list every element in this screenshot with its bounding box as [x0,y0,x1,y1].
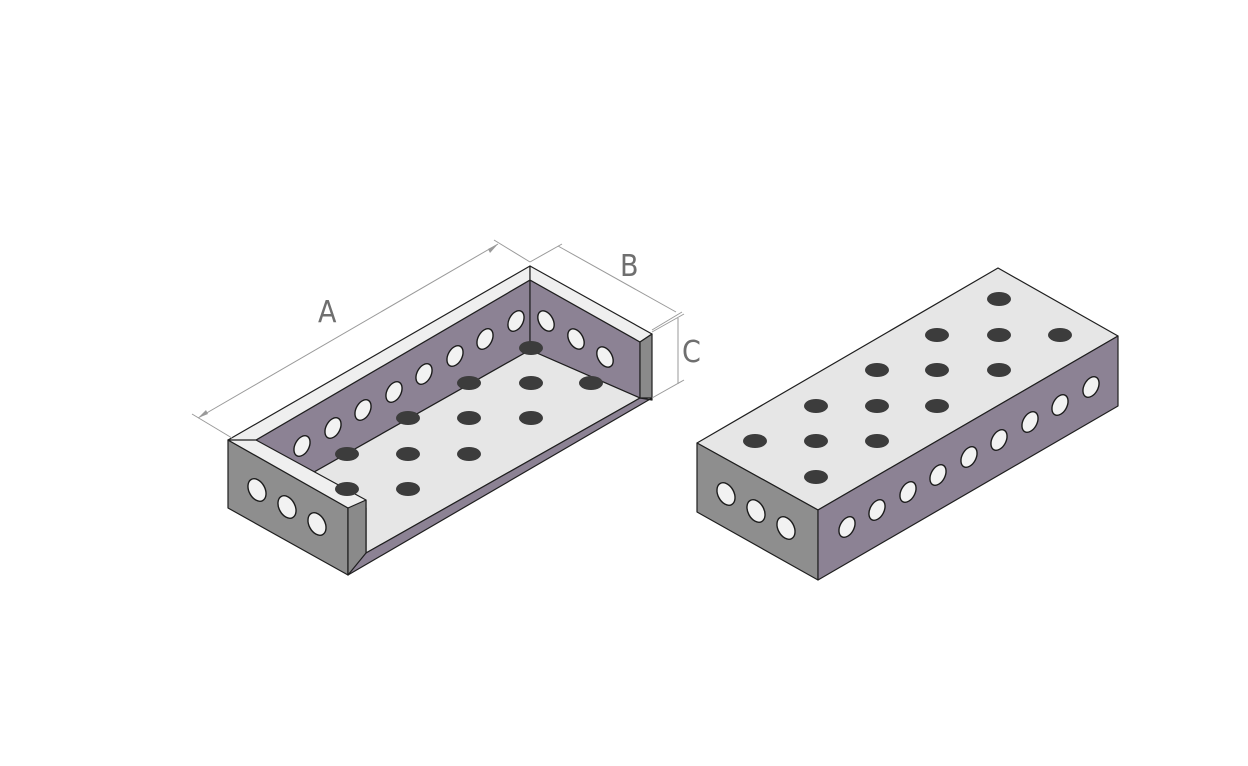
channel-front-end-holes [247,478,327,536]
block-top-holes [743,292,1072,484]
hole [925,399,949,413]
hole [579,376,603,390]
hole [746,499,766,523]
hole [457,447,481,461]
hole [476,328,494,350]
dimension-a-ext-2 [493,239,531,263]
block-side-holes [838,376,1100,538]
hole [987,328,1011,342]
hole [396,411,420,425]
dimension-b-line [557,245,677,313]
channel-back-wall-holes [293,310,525,457]
hole [396,482,420,496]
hole [519,411,543,425]
hole [987,292,1011,306]
hole [415,363,433,385]
hole [247,478,267,502]
hole [277,495,297,519]
hole [354,399,372,421]
hole [519,376,543,390]
hole [396,447,420,461]
dimension-a-label: A [318,295,337,330]
dimension-a-ext-1 [191,413,233,439]
hole [804,470,828,484]
dimension-a-arrow-start [198,410,208,418]
hole [457,411,481,425]
hole [596,346,614,368]
hole [385,381,403,403]
hole [868,499,886,521]
hole [776,516,796,540]
hole [1051,394,1069,416]
hole [507,310,525,332]
hole [335,482,359,496]
hole [865,363,889,377]
hole [838,516,856,538]
hole [537,310,555,332]
hole [990,429,1008,451]
dimension-a-arrow-end [488,244,498,253]
hole [307,512,327,536]
channel-floor-holes [335,341,603,496]
hole [567,328,585,350]
hole [960,446,978,468]
hole [716,482,736,506]
hole [457,376,481,390]
hole [865,434,889,448]
dimension-c-ext-1 [651,313,685,333]
dimension-c-label: C [682,335,701,370]
hole [899,481,917,503]
dimension-c-ext-2 [651,379,685,399]
u-channel-block [227,265,653,576]
hole [1082,376,1100,398]
hole [929,464,947,486]
hole [1048,328,1072,342]
channel-front-rim-side [347,499,367,576]
hole [804,434,828,448]
hole [865,399,889,413]
channel-far-end-face [639,333,653,399]
hole [987,363,1011,377]
hole [446,345,464,367]
dimension-b-ext-2 [651,311,683,331]
hole [519,341,543,355]
dimension-b-ext-1 [529,243,563,263]
dimension-b-label: B [620,249,639,284]
channel-far-wall-holes [537,310,614,368]
hole [335,447,359,461]
solid-block [696,267,1119,581]
hole [925,328,949,342]
dimension-a-line [197,243,499,419]
hole [293,435,311,457]
block-end-holes [716,482,796,540]
hole [743,434,767,448]
hole [804,399,828,413]
hole [925,363,949,377]
dimension-annotations: A B C [191,239,701,439]
hole [324,417,342,439]
hole [1021,411,1039,433]
